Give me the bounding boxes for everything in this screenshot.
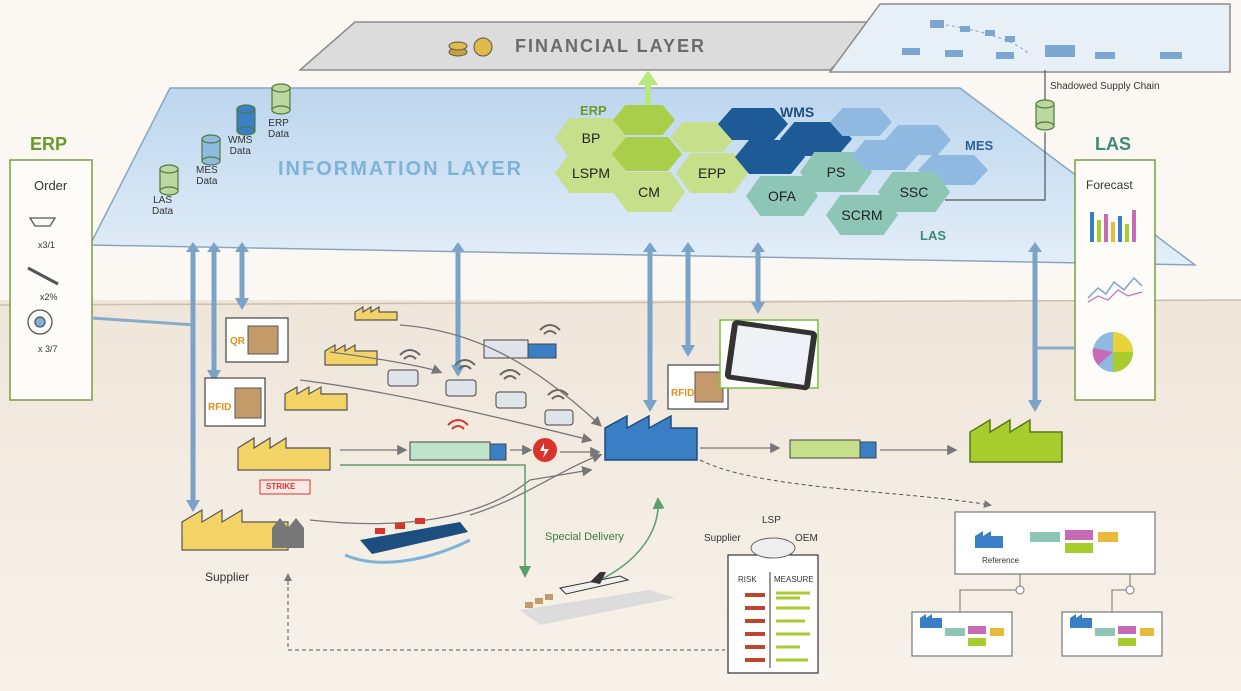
- hex-label: CM: [638, 184, 660, 200]
- financial-layer-title: FINANCIAL LAYER: [515, 36, 707, 56]
- hex-module: EPP: [676, 153, 748, 193]
- qr-tag: QR: [230, 336, 245, 347]
- hex-module: [830, 108, 892, 136]
- ground-plane: [0, 300, 1241, 691]
- rfid-tag: RFID: [208, 402, 232, 413]
- hex-label: BP: [581, 130, 601, 146]
- erp-item-icons: [27, 217, 59, 335]
- risk-clipboard: [727, 554, 819, 674]
- hex-label: LSPM: [571, 165, 611, 181]
- delivery-vans: [387, 339, 574, 426]
- erp-item-qty: x 3/7: [38, 344, 58, 354]
- forecast-line-chart: [1087, 276, 1143, 299]
- stakeholders-icon: [750, 537, 796, 559]
- risk-header: RISK: [738, 575, 757, 584]
- db-label-wms: WMS Data: [228, 135, 253, 157]
- erp-panel-title: ERP: [30, 134, 68, 154]
- hex-label: PS: [826, 164, 846, 180]
- forecast-pie-chart: [1092, 332, 1133, 372]
- oem-label: OEM: [795, 533, 818, 544]
- shadow-caption: Shadowed Supply Chain: [1050, 81, 1160, 92]
- database-cylinders: [159, 83, 1055, 196]
- hex-group-erp: ERP: [580, 103, 607, 118]
- hex-module: [613, 105, 675, 135]
- coins-icon: [448, 37, 493, 57]
- strike-label: STRIKE: [266, 482, 296, 491]
- erp-item-qty: x2%: [40, 292, 58, 302]
- hex-label: OFA: [767, 188, 796, 204]
- las-panel-title: LAS: [1095, 134, 1131, 154]
- las-panel-subtitle: Forecast: [1086, 178, 1133, 192]
- db-label-mes: MES Data: [196, 165, 218, 187]
- parcels: [525, 594, 553, 608]
- hex-module: [735, 140, 805, 174]
- hex-label: EPP: [697, 165, 726, 181]
- shadow-trucks: [902, 20, 1182, 59]
- hex-module: [612, 137, 682, 171]
- erp-panel-subtitle: Order: [34, 178, 68, 193]
- supplier-factories: [181, 305, 398, 551]
- hex-group-wms: WMS: [780, 104, 815, 120]
- customer-factory: [969, 418, 1063, 463]
- supplier-label: Supplier: [205, 570, 250, 584]
- hex-label: SSC: [899, 184, 929, 200]
- financial-arrow: [638, 70, 658, 105]
- hex-label: SCRM: [841, 207, 883, 223]
- hex-module: OFA: [746, 176, 818, 216]
- hex-module: CM: [613, 172, 685, 212]
- lsp-label: LSP: [762, 515, 781, 526]
- db-label-erp: ERP Data: [268, 118, 290, 140]
- measure-header: MEASURE: [774, 575, 814, 584]
- shadow-plane: [828, 3, 1231, 73]
- stakeholder-supplier-label: Supplier: [704, 533, 741, 544]
- strike-banner: [259, 479, 311, 495]
- reference-process-icons: [920, 530, 1154, 646]
- forecast-bar-chart: [1090, 210, 1136, 242]
- strikers: [272, 518, 304, 548]
- hex-module: [718, 108, 788, 140]
- information-layer-title: INFORMATION LAYER: [278, 158, 524, 180]
- hex-module: [852, 140, 918, 170]
- reference-label: Reference: [982, 556, 1019, 565]
- container-ship: [360, 522, 468, 554]
- db-label-las: LAS Data: [152, 195, 174, 217]
- hex-module: SCRM: [826, 195, 898, 235]
- oem-factory: [604, 414, 698, 461]
- vertical-data-arrows: [190, 250, 1038, 505]
- hex-module: LSPM: [555, 153, 627, 193]
- special-delivery-label: Special Delivery: [545, 531, 624, 543]
- green-trucks: [409, 439, 877, 461]
- hex-group-mes: MES: [965, 138, 994, 153]
- erp-item-qty: x3/1: [38, 240, 56, 250]
- rfid-tag: RFID: [671, 388, 695, 399]
- hex-group-las: LAS: [920, 228, 946, 243]
